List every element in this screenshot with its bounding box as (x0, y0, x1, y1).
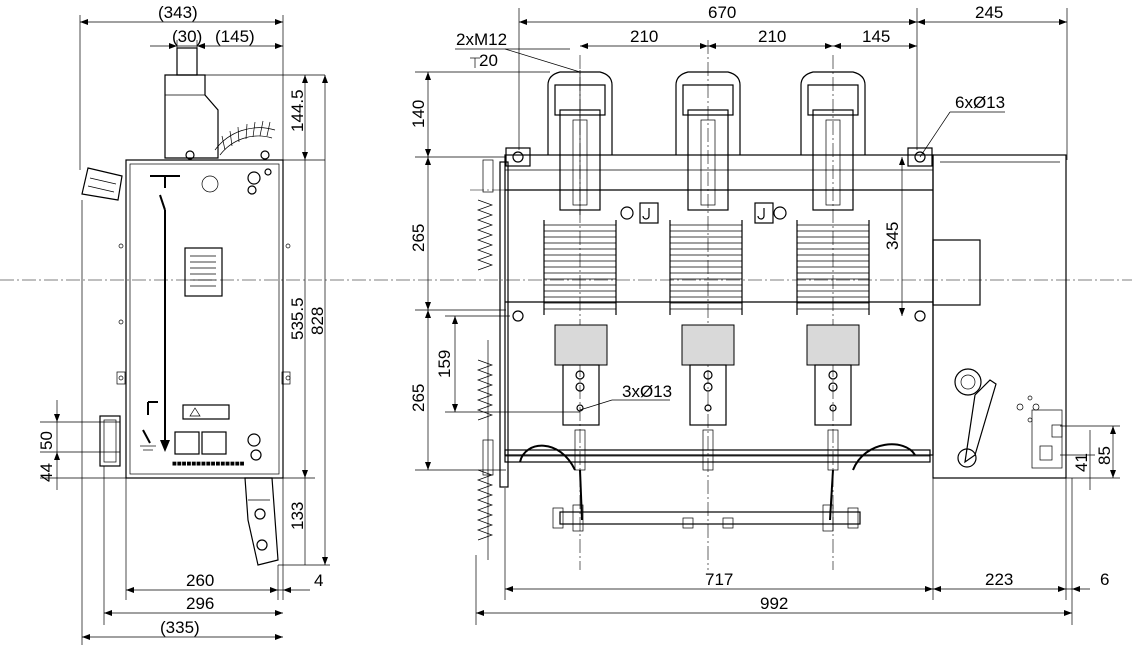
dim-side-44: 44 (37, 463, 56, 482)
annotation-mount-holes: 6xØ13 (955, 93, 1005, 112)
dim-front-159: 159 (435, 350, 454, 378)
dim-front-6: 6 (1100, 570, 1109, 589)
front-dimensions (415, 8, 1120, 625)
dim-side-144-5: 144.5 (288, 89, 307, 132)
maker-label: ■■■■■■■■■■■■■■■ (172, 459, 245, 468)
dim-front-210b: 210 (758, 27, 786, 46)
dim-side-4: 4 (314, 571, 323, 590)
pole-1 (543, 70, 617, 471)
dim-front-210a: 210 (630, 27, 658, 46)
dim-front-992: 992 (760, 594, 788, 613)
annotation-thread: 2xM12 (456, 30, 507, 49)
dim-side-133: 133 (288, 502, 307, 530)
dim-front-670: 670 (708, 3, 736, 22)
front-view (476, 147, 1067, 560)
dim-side-total: (343) (158, 3, 198, 22)
dim-side-296: 296 (186, 594, 214, 613)
dim-front-717: 717 (705, 570, 733, 589)
side-view: ■■■■■■■■■■■■■■■ (81, 47, 291, 566)
pole-3 (796, 71, 870, 471)
dim-front-265a: 265 (409, 224, 428, 252)
dim-side-535-5: 535.5 (288, 297, 307, 340)
annotation-cable-holes: 3xØ13 (622, 382, 672, 401)
pole-2 (669, 71, 743, 471)
dim-side-50: 50 (37, 431, 56, 450)
dim-front-85: 85 (1095, 446, 1114, 465)
dim-front-265b: 265 (409, 384, 428, 412)
dim-front-245: 245 (975, 3, 1003, 22)
dim-side-260: 260 (186, 571, 214, 590)
side-dimensions (40, 15, 330, 645)
dim-front-41: 41 (1072, 453, 1091, 472)
dim-side-145: (145) (215, 27, 255, 46)
dim-side-335: (335) (160, 618, 200, 637)
dim-front-145: 145 (862, 27, 890, 46)
dim-side-828: 828 (308, 307, 327, 335)
annotation-depth: 20 (479, 51, 498, 70)
dim-front-345: 345 (883, 222, 902, 250)
dim-side-30: (30) (172, 27, 202, 46)
dim-front-223: 223 (985, 570, 1013, 589)
dim-front-140: 140 (409, 100, 428, 128)
